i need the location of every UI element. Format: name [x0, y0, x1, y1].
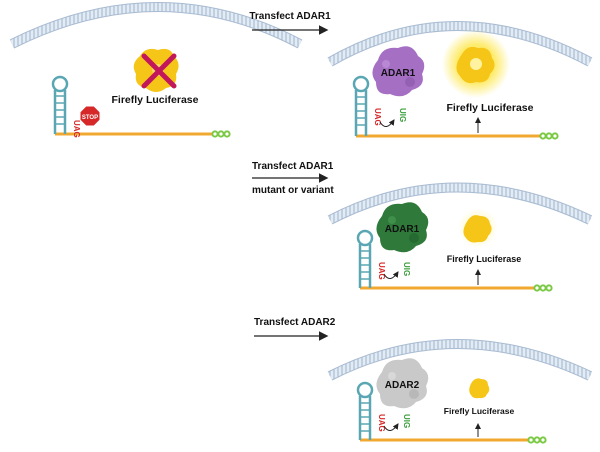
hairpin-icon — [356, 229, 374, 288]
poly-a-tail — [533, 284, 553, 292]
luciferase-dim-icon — [458, 208, 498, 248]
arrow-transfect-adar1-mutant: Transfect ADAR1 mutant or variant — [252, 161, 334, 196]
luciferase-active-icon — [442, 30, 510, 98]
hairpin-icon — [352, 75, 370, 136]
stop-sign-icon: STOP — [79, 105, 101, 127]
reporter-mrna — [356, 381, 547, 444]
luciferase-label: Firefly Luciferase — [112, 94, 199, 106]
codon-uig: UIG — [402, 414, 411, 428]
transfect-mutant-label-2: mutant or variant — [252, 185, 334, 196]
panel-adar1: ADAR1 Firefly Luciferase — [327, 21, 593, 140]
hairpin-icon — [51, 75, 69, 134]
stop-sign-label: STOP — [82, 115, 98, 121]
luciferase-inactive-icon — [133, 48, 179, 92]
panel-adar2: ADAR2 Firefly Luciferase — [327, 339, 593, 444]
adar1-label: ADAR1 — [381, 68, 416, 79]
reporter-mrna — [51, 75, 231, 138]
codon-uag: UAG — [373, 108, 382, 126]
luciferase-faint-icon — [469, 378, 490, 399]
transfect-adar2-label: Transfect ADAR2 — [254, 317, 336, 328]
luciferase-label: Firefly Luciferase — [447, 102, 534, 114]
adar2-enzyme-icon — [376, 358, 429, 409]
luciferase-label: Firefly Luciferase — [444, 406, 515, 416]
poly-a-tail — [211, 130, 231, 138]
editing-arrow — [383, 271, 399, 279]
adar2-label: ADAR2 — [385, 380, 420, 391]
transfect-adar1-label: Transfect ADAR1 — [249, 11, 331, 22]
arrow-transfect-adar1: Transfect ADAR1 — [249, 11, 331, 35]
panel-top-left: Firefly Luciferase UAG STOP — [9, 2, 303, 138]
adar1-enzyme-icon — [372, 46, 425, 97]
panel-mutant: ADAR1 Firefly Luciferase — [327, 182, 593, 292]
hairpin-icon — [356, 381, 374, 440]
editing-arrow — [379, 119, 395, 127]
codon-uag: UAG — [377, 414, 386, 432]
adar1-mutant-enzyme-icon — [376, 202, 429, 253]
editing-arrow — [383, 423, 399, 431]
luciferase-label: Firefly Luciferase — [447, 254, 522, 264]
reporter-mrna — [352, 75, 559, 140]
codon-uig: UIG — [398, 108, 407, 122]
codon-uag: UAG — [377, 262, 386, 280]
transfect-mutant-label-1: Transfect ADAR1 — [252, 161, 334, 172]
poly-a-tail — [539, 132, 559, 140]
codon-uig: UIG — [402, 262, 411, 276]
codon-uag: UAG — [72, 120, 81, 138]
arrow-transfect-adar2: Transfect ADAR2 — [254, 317, 336, 341]
reporter-mrna — [356, 229, 553, 292]
adar1-label: ADAR1 — [385, 224, 420, 235]
poly-a-tail — [527, 436, 547, 444]
